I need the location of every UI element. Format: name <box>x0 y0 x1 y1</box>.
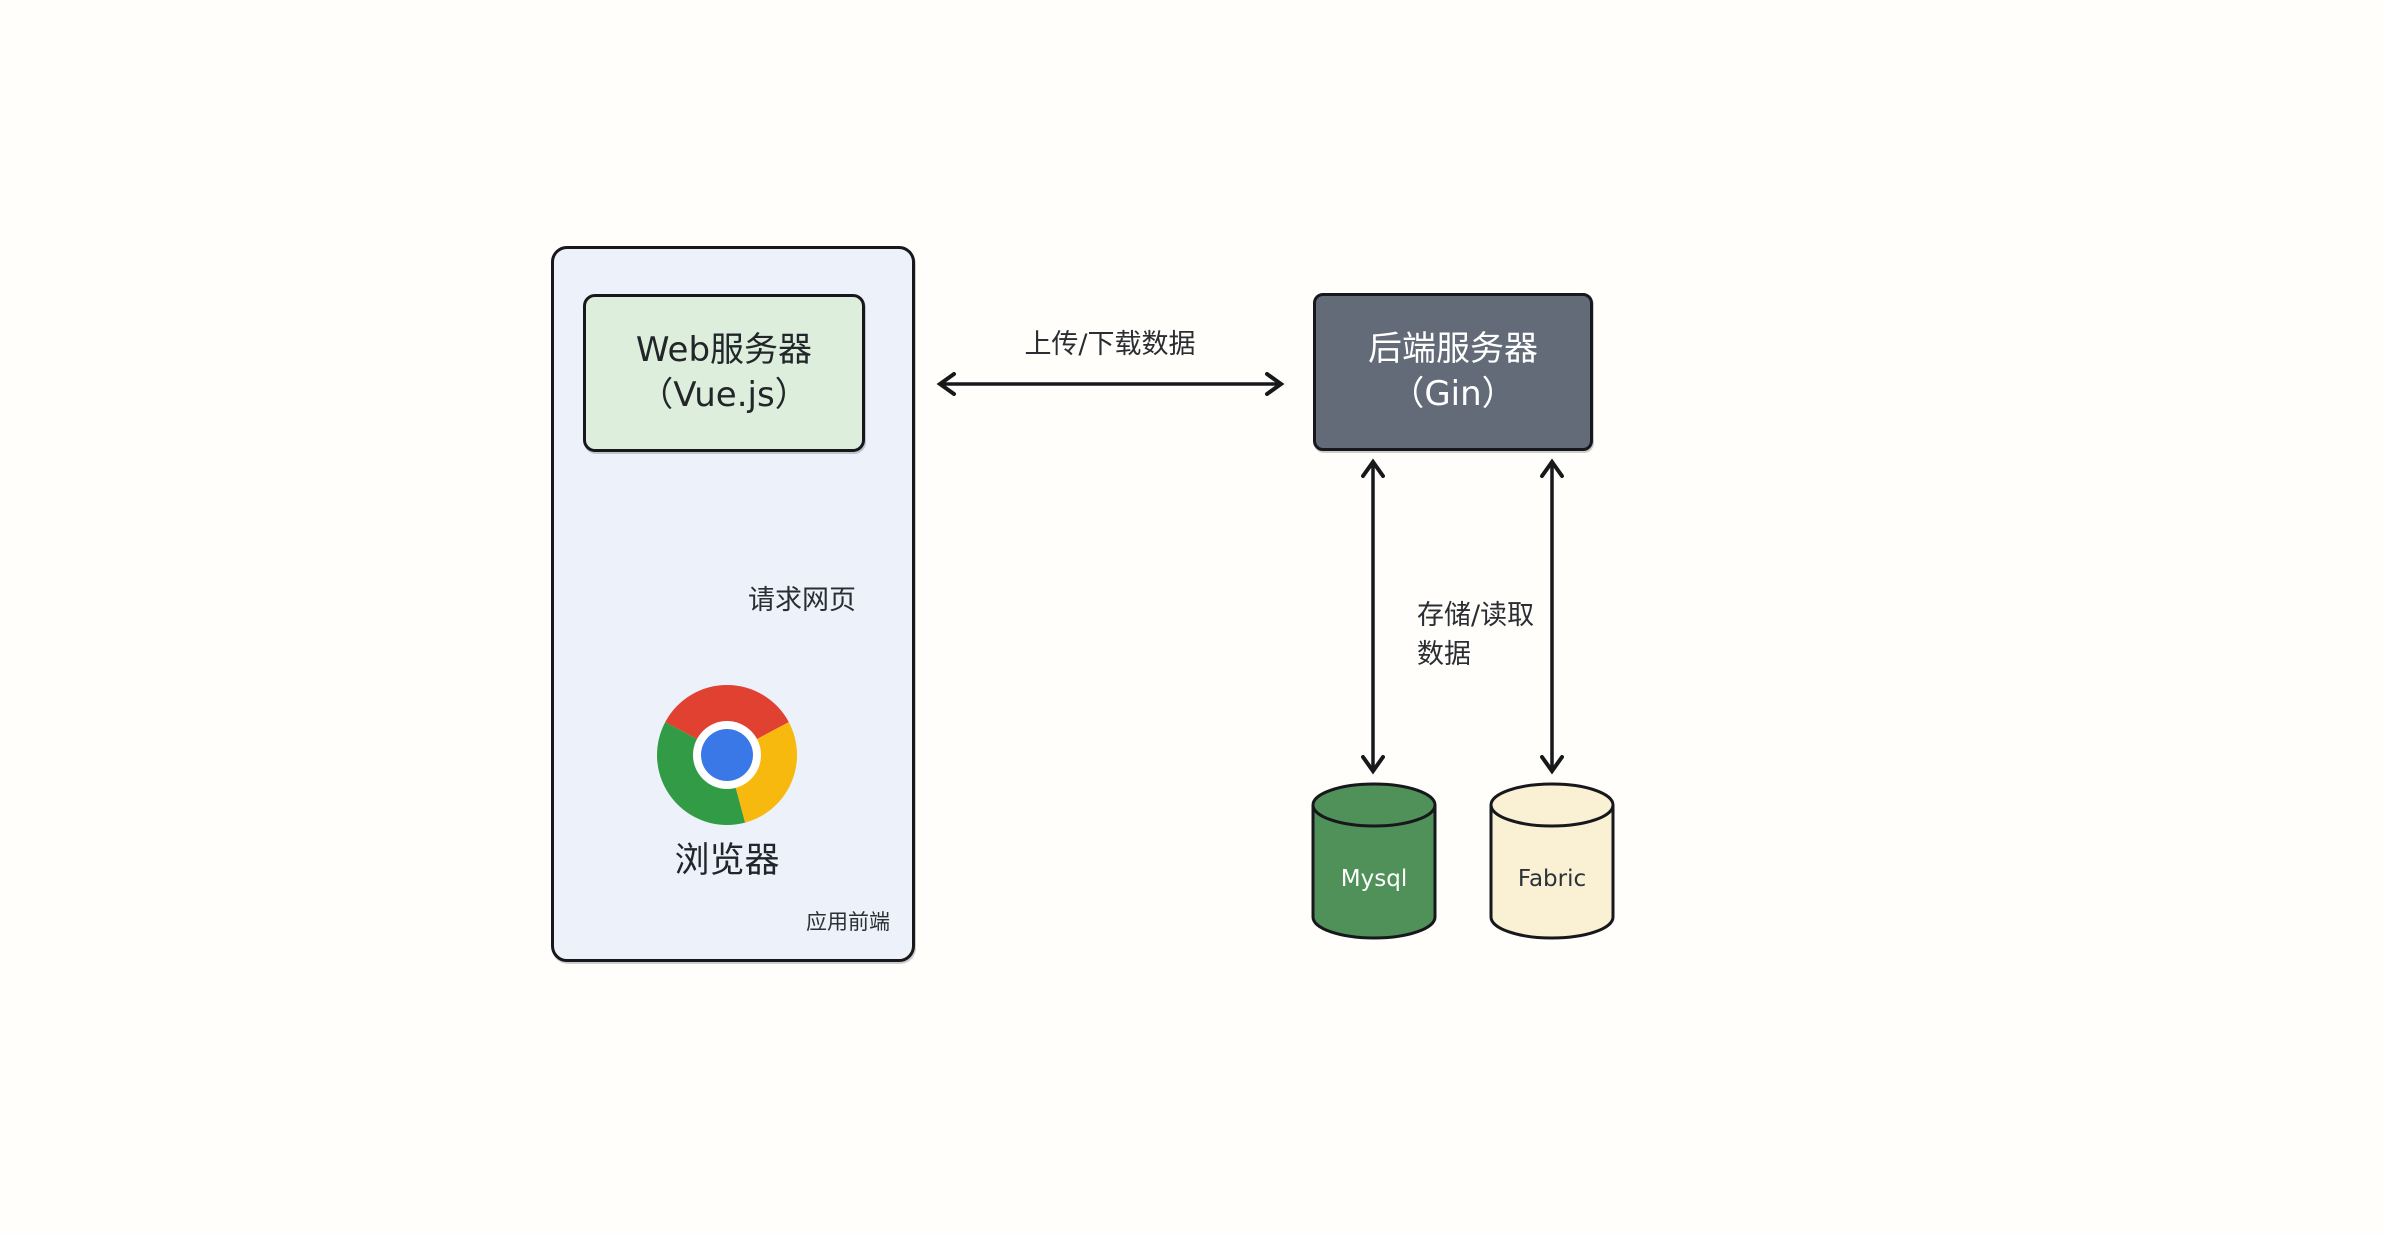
store-read-label-line1: 存储/读取 <box>1417 600 1535 631</box>
store-read-arrow-label: 存储/读取 数据 <box>1417 596 1534 674</box>
backend-server-label-line2: （Gin） <box>1390 374 1516 414</box>
backend-server-label-line1: 后端服务器 <box>1368 329 1538 369</box>
chrome-browser-icon <box>656 684 798 825</box>
mysql-label: Mysql <box>1341 866 1407 892</box>
web-server-label-line1: Web服务器 <box>635 330 813 370</box>
frontend-panel-caption: 应用前端 <box>806 910 890 934</box>
fabric-label: Fabric <box>1518 866 1586 892</box>
store-read-label-line2: 数据 <box>1417 639 1471 670</box>
mysql-cylinder-top <box>1311 782 1437 828</box>
mysql-cylinder-body <box>1311 805 1437 940</box>
fabric-cylinder-body <box>1489 805 1615 940</box>
web-server-node: Web服务器 （Vue.js） <box>583 294 865 452</box>
fabric-cylinder-top <box>1489 782 1615 828</box>
mysql-database-cylinder: Mysql <box>1311 782 1437 940</box>
upload-download-arrow-label: 上传/下载数据 <box>1024 329 1196 360</box>
chrome-blue-center <box>701 729 753 781</box>
backend-server-node: 后端服务器 （Gin） <box>1313 293 1593 451</box>
chrome-red-segment <box>665 684 789 755</box>
fabric-database-cylinder: Fabric <box>1489 782 1615 940</box>
request-page-arrow-label: 请求网页 <box>748 585 856 616</box>
web-server-label-line2: （Vue.js） <box>639 375 809 415</box>
browser-label: 浏览器 <box>674 841 780 881</box>
